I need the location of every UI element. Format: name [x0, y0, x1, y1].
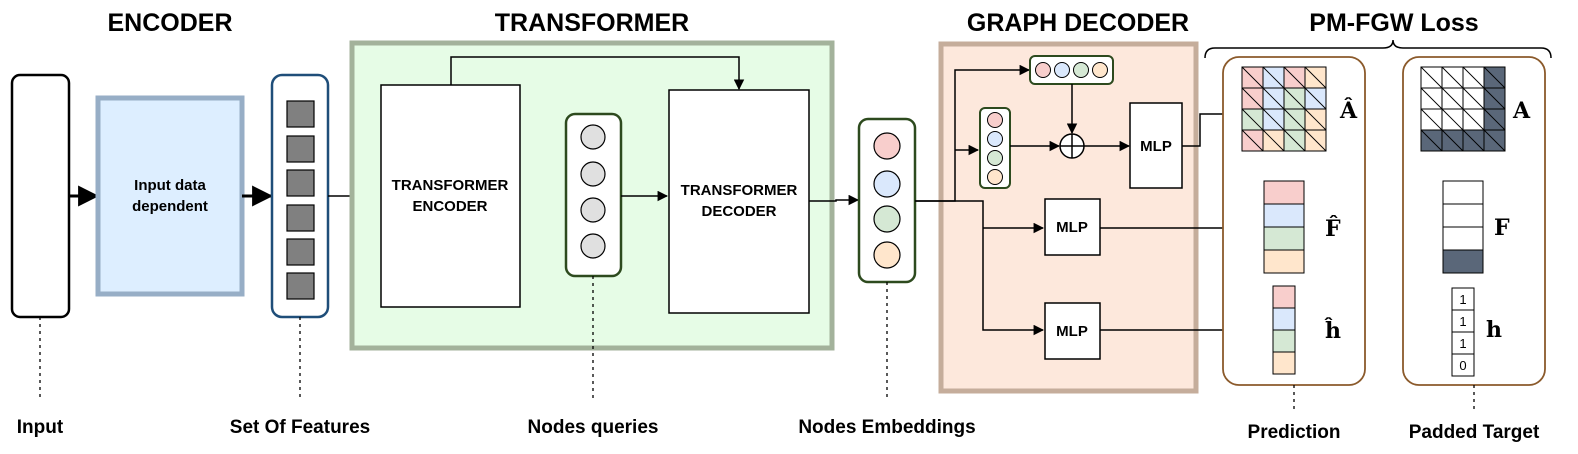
matrix-cell-diagonal: [1283, 108, 1306, 131]
predicted-mask-vector: [1272, 285, 1296, 375]
encoder-block: [95, 95, 245, 297]
queries-label: Nodes queries: [528, 417, 659, 438]
predicted-adjacency-matrix: [1241, 66, 1327, 152]
transformer-title: TRANSFORMER: [495, 9, 689, 37]
mlp-mask-label: MLP: [1056, 323, 1088, 340]
h-label: h: [1486, 317, 1502, 343]
h-value-4: 0: [1459, 358, 1466, 373]
h-hat-label: ĥ: [1324, 317, 1341, 344]
matrix-cell-diagonal: [1483, 66, 1506, 89]
node-embedding-circles: [873, 132, 901, 269]
matrix-cell-diagonal: [1262, 66, 1285, 89]
input-label: Input: [17, 417, 64, 438]
matrix-cell-diagonal: [1483, 108, 1506, 131]
encoder-title: ENCODER: [107, 9, 232, 37]
input-block: [10, 73, 71, 319]
matrix-cell-diagonal: [1420, 129, 1443, 152]
matrix-cell-diagonal: [1283, 129, 1306, 152]
h-value-2: 1: [1459, 314, 1466, 329]
matrix-cell-diagonal: [1441, 66, 1464, 89]
matrix-cell-diagonal: [1241, 108, 1264, 131]
matrix-cell-diagonal: [1441, 108, 1464, 131]
matrix-cell-diagonal: [1420, 87, 1443, 110]
transformer-encoder: [380, 84, 521, 308]
matrix-cell-diagonal: [1262, 87, 1285, 110]
node-query-circles: [580, 124, 606, 259]
features-label: Set Of Features: [230, 417, 370, 438]
matrix-cell-diagonal: [1483, 87, 1506, 110]
graph-decoder-title: GRAPH DECODER: [967, 9, 1189, 37]
f-label: F: [1494, 215, 1510, 241]
a-hat-label: Â: [1339, 97, 1358, 124]
matrix-cell-diagonal: [1483, 129, 1506, 152]
sum-operator-icon: [1059, 133, 1085, 159]
matrix-cell-diagonal: [1420, 108, 1443, 131]
loss-brace: [1204, 39, 1552, 59]
mlp-features-label: MLP: [1056, 219, 1088, 236]
target-mask-vector: 1 1 1 0: [1451, 287, 1475, 377]
matrix-cell-diagonal: [1462, 87, 1485, 110]
leader-lines: [39, 276, 1475, 412]
matrix-cell-diagonal: [1262, 108, 1285, 131]
matrix-cell-diagonal: [1304, 108, 1327, 131]
feature-squares: [286, 100, 315, 300]
h-value-1: 1: [1459, 292, 1466, 307]
matrix-cell-diagonal: [1283, 66, 1306, 89]
f-hat-label: F̂: [1325, 216, 1341, 242]
matrix-cell-diagonal: [1420, 66, 1443, 89]
mlp-adjacency-label: MLP: [1140, 138, 1172, 155]
matrix-cell-diagonal: [1241, 129, 1264, 152]
matrix-cell-diagonal: [1462, 129, 1485, 152]
node-stack-horizontal-circles: [1035, 62, 1108, 78]
h-value-3: 1: [1459, 336, 1466, 351]
matrix-cell-diagonal: [1241, 66, 1264, 89]
matrix-cell-diagonal: [1262, 129, 1285, 152]
predicted-feature-vector: [1263, 180, 1305, 274]
a-label: A: [1512, 98, 1531, 124]
matrix-cell-diagonal: [1304, 66, 1327, 89]
target-feature-vector: [1442, 180, 1484, 274]
matrix-cell-diagonal: [1462, 66, 1485, 89]
mlp-features: [1044, 198, 1101, 256]
transformer-decoder: [668, 89, 810, 314]
matrix-cell-diagonal: [1304, 87, 1327, 110]
node-stack-vertical: [979, 107, 1011, 189]
mlp-mask: [1044, 302, 1101, 360]
matrix-cell-diagonal: [1283, 87, 1306, 110]
matrix-cell-diagonal: [1441, 129, 1464, 152]
target-label: Padded Target: [1409, 422, 1540, 443]
matrix-cell-diagonal: [1462, 108, 1485, 131]
matrix-cell-diagonal: [1304, 129, 1327, 152]
embeddings-label: Nodes Embeddings: [798, 417, 975, 438]
matrix-cell-diagonal: [1241, 87, 1264, 110]
prediction-label: Prediction: [1248, 422, 1341, 443]
matrix-cell-diagonal: [1441, 87, 1464, 110]
loss-title: PM-FGW Loss: [1309, 9, 1478, 37]
target-adjacency-matrix: [1420, 66, 1506, 152]
node-stack-vertical-circles: [987, 112, 1003, 185]
